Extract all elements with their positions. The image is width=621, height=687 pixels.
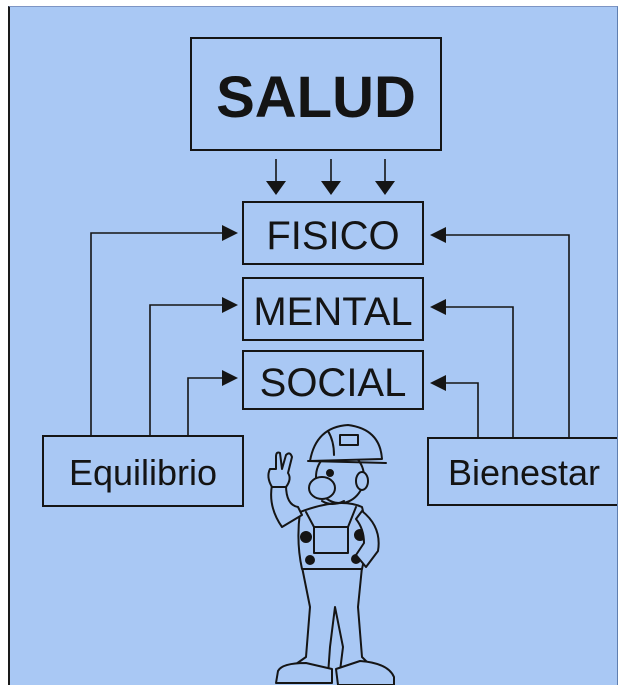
- bienestar-box: [427, 437, 617, 506]
- bienestar-label: Bienestar: [448, 452, 600, 493]
- fisico-label: FISICO: [266, 214, 399, 258]
- worker-thumbs-up-icon: [267, 424, 395, 685]
- equilibrio-box: [42, 435, 244, 507]
- health-diagram: SALUD FISICO MENTAL SOCIAL Equilibrio Bi…: [42, 37, 617, 685]
- mental-box: [242, 277, 424, 341]
- right-connectors: [430, 227, 570, 438]
- salud-box: [190, 37, 442, 151]
- salud-title: SALUD: [216, 65, 416, 130]
- down-arrows: [266, 159, 395, 195]
- diagram-panel: SALUD FISICO MENTAL SOCIAL Equilibrio Bi…: [8, 6, 618, 685]
- equilibrio-label: Equilibrio: [69, 452, 217, 493]
- social-box: [242, 350, 424, 410]
- social-label: SOCIAL: [260, 361, 407, 405]
- fisico-box: [242, 201, 424, 265]
- left-connectors: [90, 225, 238, 436]
- mental-label: MENTAL: [253, 290, 412, 334]
